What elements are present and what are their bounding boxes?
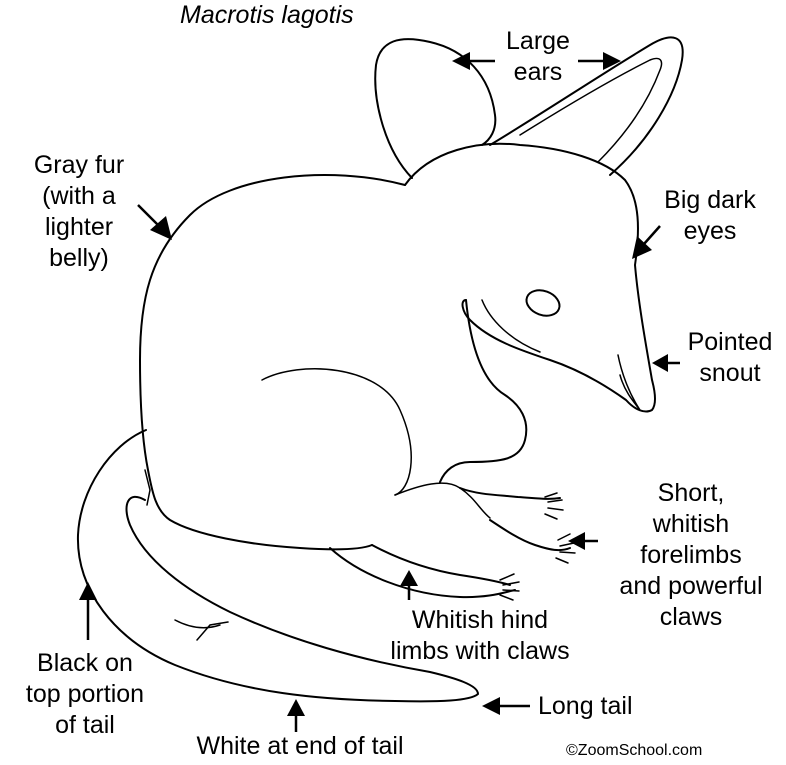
copyright: ©ZoomSchool.com: [566, 742, 702, 760]
species-title: Macrotis lagotis: [180, 0, 354, 30]
label-hind-limbs: Whitish hind limbs with claws: [360, 605, 600, 667]
label-gray-fur: Gray fur (with a lighter belly): [14, 150, 144, 274]
body-outline: [140, 175, 570, 597]
eye: [523, 286, 563, 320]
head-outline: [405, 144, 655, 412]
label-pointed-snout: Pointed snout: [670, 327, 786, 389]
label-big-eyes: Big dark eyes: [640, 185, 780, 247]
label-long-tail: Long tail: [538, 691, 668, 722]
label-large-ears: Large ears: [488, 26, 588, 88]
label-white-tail: White at end of tail: [160, 731, 440, 762]
label-black-tail: Black on top portion of tail: [0, 648, 170, 741]
label-forelimbs: Short, whitish forelimbs and powerful cl…: [596, 478, 786, 633]
